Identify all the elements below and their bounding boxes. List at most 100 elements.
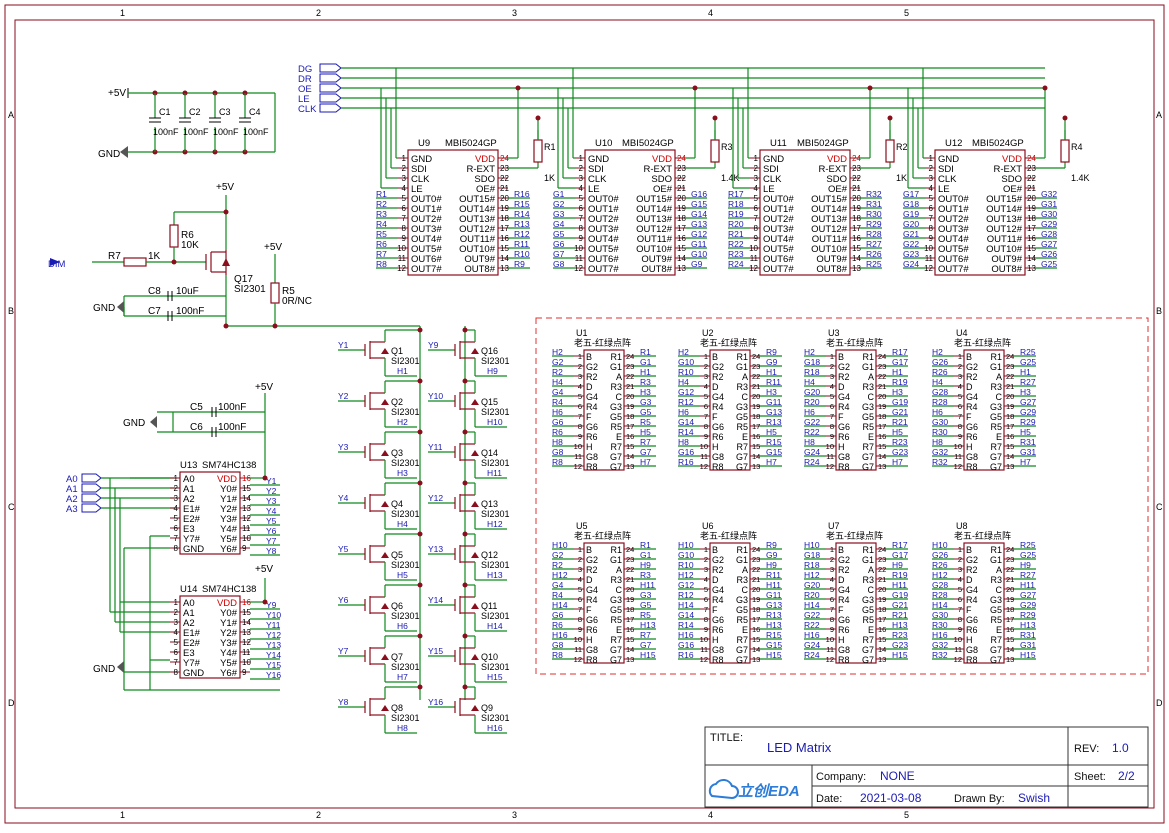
net-label: R10 — [514, 249, 530, 259]
pin-num: 12 — [924, 264, 933, 273]
net-label: Y8 — [266, 546, 277, 556]
matrix-desc: 老五-红绿点阵 — [954, 530, 1011, 541]
pin-name: Y7# — [183, 534, 201, 545]
pin-name: R1 — [736, 545, 748, 555]
pin-name: G8 — [586, 645, 598, 655]
pin-num: 9 — [242, 668, 247, 677]
pin-num: 1 — [830, 545, 834, 554]
r6-ref: R6 — [181, 230, 194, 241]
pin-num: 16 — [677, 234, 686, 243]
net-label: Y1 — [266, 476, 277, 486]
pin-num: 15 — [852, 244, 861, 253]
pin-num: 24 — [1006, 545, 1014, 554]
pin-num: 16 — [626, 625, 634, 634]
ic-body — [709, 349, 751, 471]
net-label: R29 — [866, 219, 882, 229]
gate-net-label: Y1 — [338, 340, 349, 350]
pin-num: 5 — [958, 585, 962, 594]
pin-name: G6 — [712, 615, 724, 625]
net-label: R30 — [932, 620, 948, 630]
pin-name: G3 — [862, 595, 874, 605]
c8-value: 10uF — [176, 286, 199, 297]
net-label: G1 — [640, 357, 652, 367]
net-label: H12 — [804, 570, 820, 580]
pin-num: 6 — [958, 402, 962, 411]
pin-name: G8 — [838, 645, 850, 655]
pin-num: 3 — [958, 565, 962, 574]
pin-name: E1# — [183, 628, 201, 639]
pin-num: 19 — [878, 595, 886, 604]
cap-value: 100nF — [243, 127, 269, 137]
pin-name: D — [712, 382, 719, 392]
pin-name: LE — [938, 184, 950, 195]
pin-name: R3 — [736, 575, 748, 585]
net-label: Y3 — [266, 496, 277, 506]
net-label: H5 — [1020, 427, 1031, 437]
pin-num: 17 — [752, 422, 760, 431]
junction-dot — [712, 115, 718, 121]
pin-name: A — [742, 565, 748, 575]
junction-dot — [692, 85, 698, 91]
pin-name: G2 — [966, 555, 978, 565]
pin-name: R6 — [966, 432, 978, 442]
pin-name: R8 — [966, 462, 978, 472]
pin-name: F — [838, 605, 844, 615]
net-label: G12 — [691, 229, 707, 239]
pin-name: Y4# — [220, 648, 238, 659]
pin-name: C — [742, 585, 749, 595]
pin-name: R1 — [990, 545, 1002, 555]
c8-ref: C8 — [148, 286, 161, 297]
net-label: H8 — [932, 437, 943, 447]
pin-name: G4 — [966, 585, 978, 595]
resistor-value: 1K — [544, 173, 555, 183]
gate-net-label: Y4 — [338, 493, 349, 503]
pin-name: OUT4# — [763, 234, 794, 245]
net-label: G2 — [552, 550, 564, 560]
pin-name: OUT5# — [588, 244, 619, 255]
junction-dot — [417, 429, 423, 435]
dim-input-label: DIM — [48, 259, 66, 270]
pin-name: R8 — [586, 462, 598, 472]
pin-num: 1 — [754, 154, 759, 163]
pin-num: 7 — [830, 412, 834, 421]
pin-num: 13 — [752, 655, 760, 664]
pin-name: A — [616, 372, 622, 382]
net-label: H13 — [892, 620, 908, 630]
pin-num: 18 — [500, 214, 509, 223]
pin-num: 16 — [242, 474, 251, 483]
pin-name: R8 — [838, 655, 850, 665]
pin-name: G7 — [862, 452, 874, 462]
pin-num: 17 — [752, 615, 760, 624]
net-label: G25 — [1020, 550, 1036, 560]
pin-name: G6 — [712, 422, 724, 432]
pin-num: 22 — [500, 174, 509, 183]
pin-name: G7 — [990, 452, 1002, 462]
pin-num: 1 — [958, 545, 962, 554]
pin-num: 2 — [579, 164, 584, 173]
pin-name: R1 — [610, 545, 622, 555]
net-label: R12 — [514, 229, 530, 239]
pin-name: OUT5# — [763, 244, 794, 255]
pin-name: R7 — [862, 442, 874, 452]
net-label: R24 — [804, 457, 820, 467]
matrix-ref: U6 — [702, 521, 714, 531]
net-label: H11 — [1020, 580, 1035, 590]
pin-name: G6 — [586, 615, 598, 625]
ic-ref: U14 — [180, 584, 197, 595]
pin-name: OUT2# — [411, 214, 442, 225]
net-label: R23 — [892, 437, 908, 447]
net-label: R4 — [552, 397, 563, 407]
pin-name: H — [586, 442, 593, 452]
net-label: G24 — [804, 640, 820, 650]
net-label: G32 — [932, 640, 948, 650]
pin-name: B — [966, 545, 972, 555]
pin-name: A2 — [183, 494, 195, 505]
pin-num: 23 — [1006, 362, 1014, 371]
pin-num: 17 — [500, 224, 509, 233]
pin-name: SDI — [763, 164, 779, 175]
pin-num: 1 — [704, 545, 708, 554]
pin-name: G8 — [712, 645, 724, 655]
pin-name: Y3# — [220, 638, 238, 649]
rev-label: REV: — [1074, 743, 1099, 755]
